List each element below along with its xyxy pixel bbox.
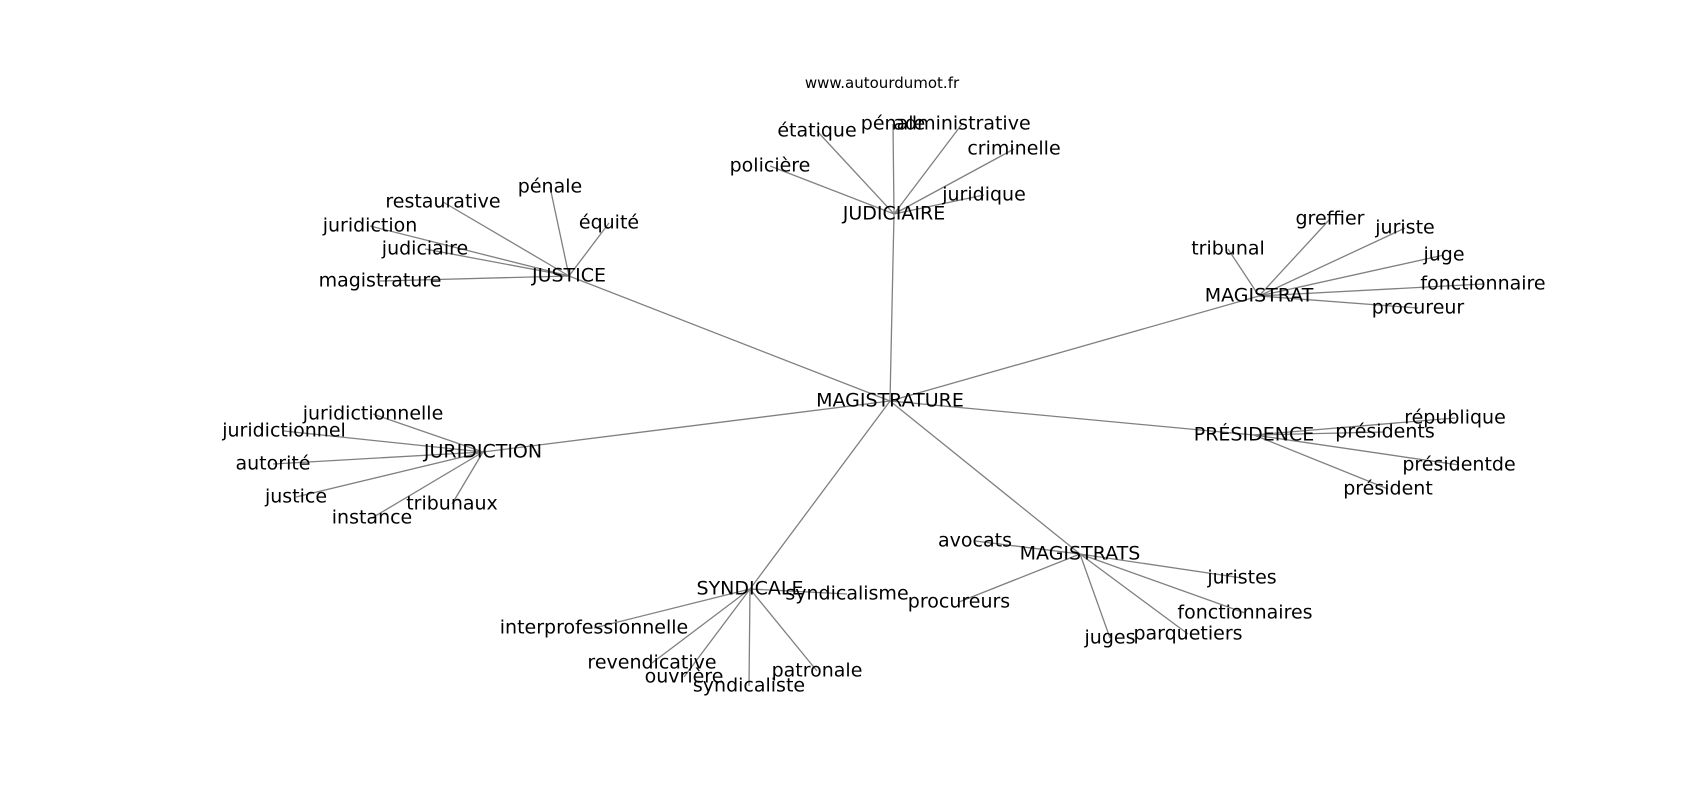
term-node: procureur bbox=[1372, 297, 1465, 319]
edge-center-hub bbox=[749, 400, 891, 590]
edge-hub-term bbox=[958, 553, 1081, 603]
edge-center-hub bbox=[889, 295, 1260, 402]
edge-hub-term bbox=[372, 413, 484, 453]
edge-hub-term bbox=[1079, 553, 1189, 635]
term-node: juriste bbox=[1374, 217, 1434, 239]
term-node: interprofessionnelle bbox=[500, 617, 688, 639]
edge-hub-term bbox=[369, 225, 570, 277]
term-node: judiciaire bbox=[381, 238, 468, 260]
term-node: greffier bbox=[1295, 208, 1364, 230]
term-node: tribunaux bbox=[406, 493, 498, 515]
term-node: président bbox=[1343, 478, 1433, 500]
term-node: patronale bbox=[772, 660, 863, 682]
hub-node: MAGISTRATS bbox=[1020, 543, 1141, 565]
edge-hub-term bbox=[593, 588, 751, 629]
edge-center-hub bbox=[568, 275, 891, 402]
edge-hub-term bbox=[816, 130, 895, 215]
edge-hub-term bbox=[1079, 553, 1246, 614]
edge-hub-term bbox=[1253, 434, 1389, 490]
edge-hub-term bbox=[549, 186, 570, 277]
graph-edges bbox=[272, 123, 1484, 687]
edge-hub-term bbox=[1079, 553, 1243, 579]
edge-hub-term bbox=[1253, 431, 1386, 436]
term-node: revendicative bbox=[587, 652, 716, 674]
term-node: syndicaliste bbox=[693, 675, 805, 697]
term-node: pénale bbox=[518, 176, 582, 198]
term-node: fonctionnaire bbox=[1420, 273, 1545, 295]
edge-hub-term bbox=[442, 201, 570, 277]
hub-node: MAGISTRAT bbox=[1205, 285, 1314, 307]
edge-center-hub bbox=[889, 213, 895, 402]
edge-hub-term bbox=[272, 451, 484, 465]
edge-hub-term bbox=[749, 588, 848, 595]
term-node: juridique bbox=[941, 184, 1026, 206]
term-node: présidentde bbox=[1402, 454, 1515, 476]
edge-hub-term bbox=[1079, 553, 1111, 639]
term-node: juridictionnel bbox=[221, 420, 346, 442]
edge-hub-term bbox=[893, 148, 1015, 215]
term-node: étatique bbox=[777, 120, 856, 142]
center-node: MAGISTRATURE bbox=[816, 390, 964, 412]
source-watermark: www.autourdumot.fr bbox=[805, 74, 960, 92]
edge-hub-term bbox=[371, 451, 484, 519]
term-node: ouvrière bbox=[645, 666, 724, 688]
edge-hub-term bbox=[424, 248, 570, 277]
term-node: instance bbox=[332, 507, 413, 529]
edge-hub-term bbox=[1258, 227, 1406, 297]
edge-hub-term bbox=[1258, 295, 1419, 309]
edge-hub-term bbox=[651, 588, 751, 664]
term-node: autorité bbox=[236, 453, 311, 475]
term-node: policière bbox=[730, 155, 811, 177]
term-node: équité bbox=[579, 212, 639, 234]
edge-hub-term bbox=[379, 275, 570, 282]
hub-node: SYNDICALE bbox=[697, 578, 804, 600]
term-node: syndicalisme bbox=[785, 583, 908, 605]
edge-hub-term bbox=[1253, 417, 1456, 436]
edge-hub-term bbox=[1258, 283, 1484, 297]
edge-hub-term bbox=[451, 451, 484, 505]
graph-labels: www.autourdumot.fr MAGISTRATURE JUDICIAIR… bbox=[221, 74, 1545, 697]
edge-hub-term bbox=[295, 451, 484, 498]
term-node: avocats bbox=[938, 530, 1012, 552]
edge-hub-term bbox=[893, 194, 985, 215]
term-node: juridictionnelle bbox=[302, 403, 444, 425]
edge-hub-term bbox=[748, 588, 751, 687]
term-node: pénale bbox=[861, 113, 925, 135]
edge-hub-term bbox=[683, 588, 751, 678]
term-node: magistrature bbox=[319, 270, 442, 292]
term-node: juridiction bbox=[322, 215, 418, 237]
edge-hub-term bbox=[749, 588, 818, 672]
edge-hub-term bbox=[568, 222, 610, 277]
edge-hub-term bbox=[1227, 248, 1260, 297]
hub-node: JUDICIAIRE bbox=[842, 203, 945, 225]
term-node: juges bbox=[1084, 627, 1136, 649]
hub-node: JURIDICTION bbox=[423, 441, 542, 463]
term-node: administrative bbox=[893, 113, 1030, 135]
hub-node: JUSTICE bbox=[531, 265, 606, 287]
edge-center-hub bbox=[889, 400, 1081, 555]
term-node: république bbox=[1404, 407, 1506, 429]
edge-center-hub bbox=[482, 400, 891, 453]
term-node: juge bbox=[1422, 244, 1464, 266]
edge-hub-term bbox=[1258, 218, 1331, 297]
edge-hub-term bbox=[1253, 434, 1460, 466]
term-node: justice bbox=[264, 486, 327, 508]
term-node: procureurs bbox=[908, 591, 1010, 613]
hub-node: PRÉSIDENCE bbox=[1194, 423, 1314, 446]
term-node: présidents bbox=[1335, 421, 1434, 443]
term-node: criminelle bbox=[967, 138, 1060, 160]
term-node: restaurative bbox=[385, 191, 500, 213]
edge-hub-term bbox=[893, 123, 963, 215]
edge-hub-term bbox=[769, 165, 895, 215]
edge-hub-term bbox=[1258, 254, 1445, 297]
edge-hub-term bbox=[283, 430, 484, 453]
term-node: fonctionnaires bbox=[1177, 602, 1312, 624]
term-node: tribunal bbox=[1191, 238, 1265, 260]
edge-hub-term bbox=[892, 123, 895, 215]
edge-hub-term bbox=[974, 540, 1081, 555]
edge-center-hub bbox=[889, 400, 1255, 436]
term-node: parquetiers bbox=[1133, 623, 1242, 645]
term-node: juristes bbox=[1206, 567, 1276, 589]
